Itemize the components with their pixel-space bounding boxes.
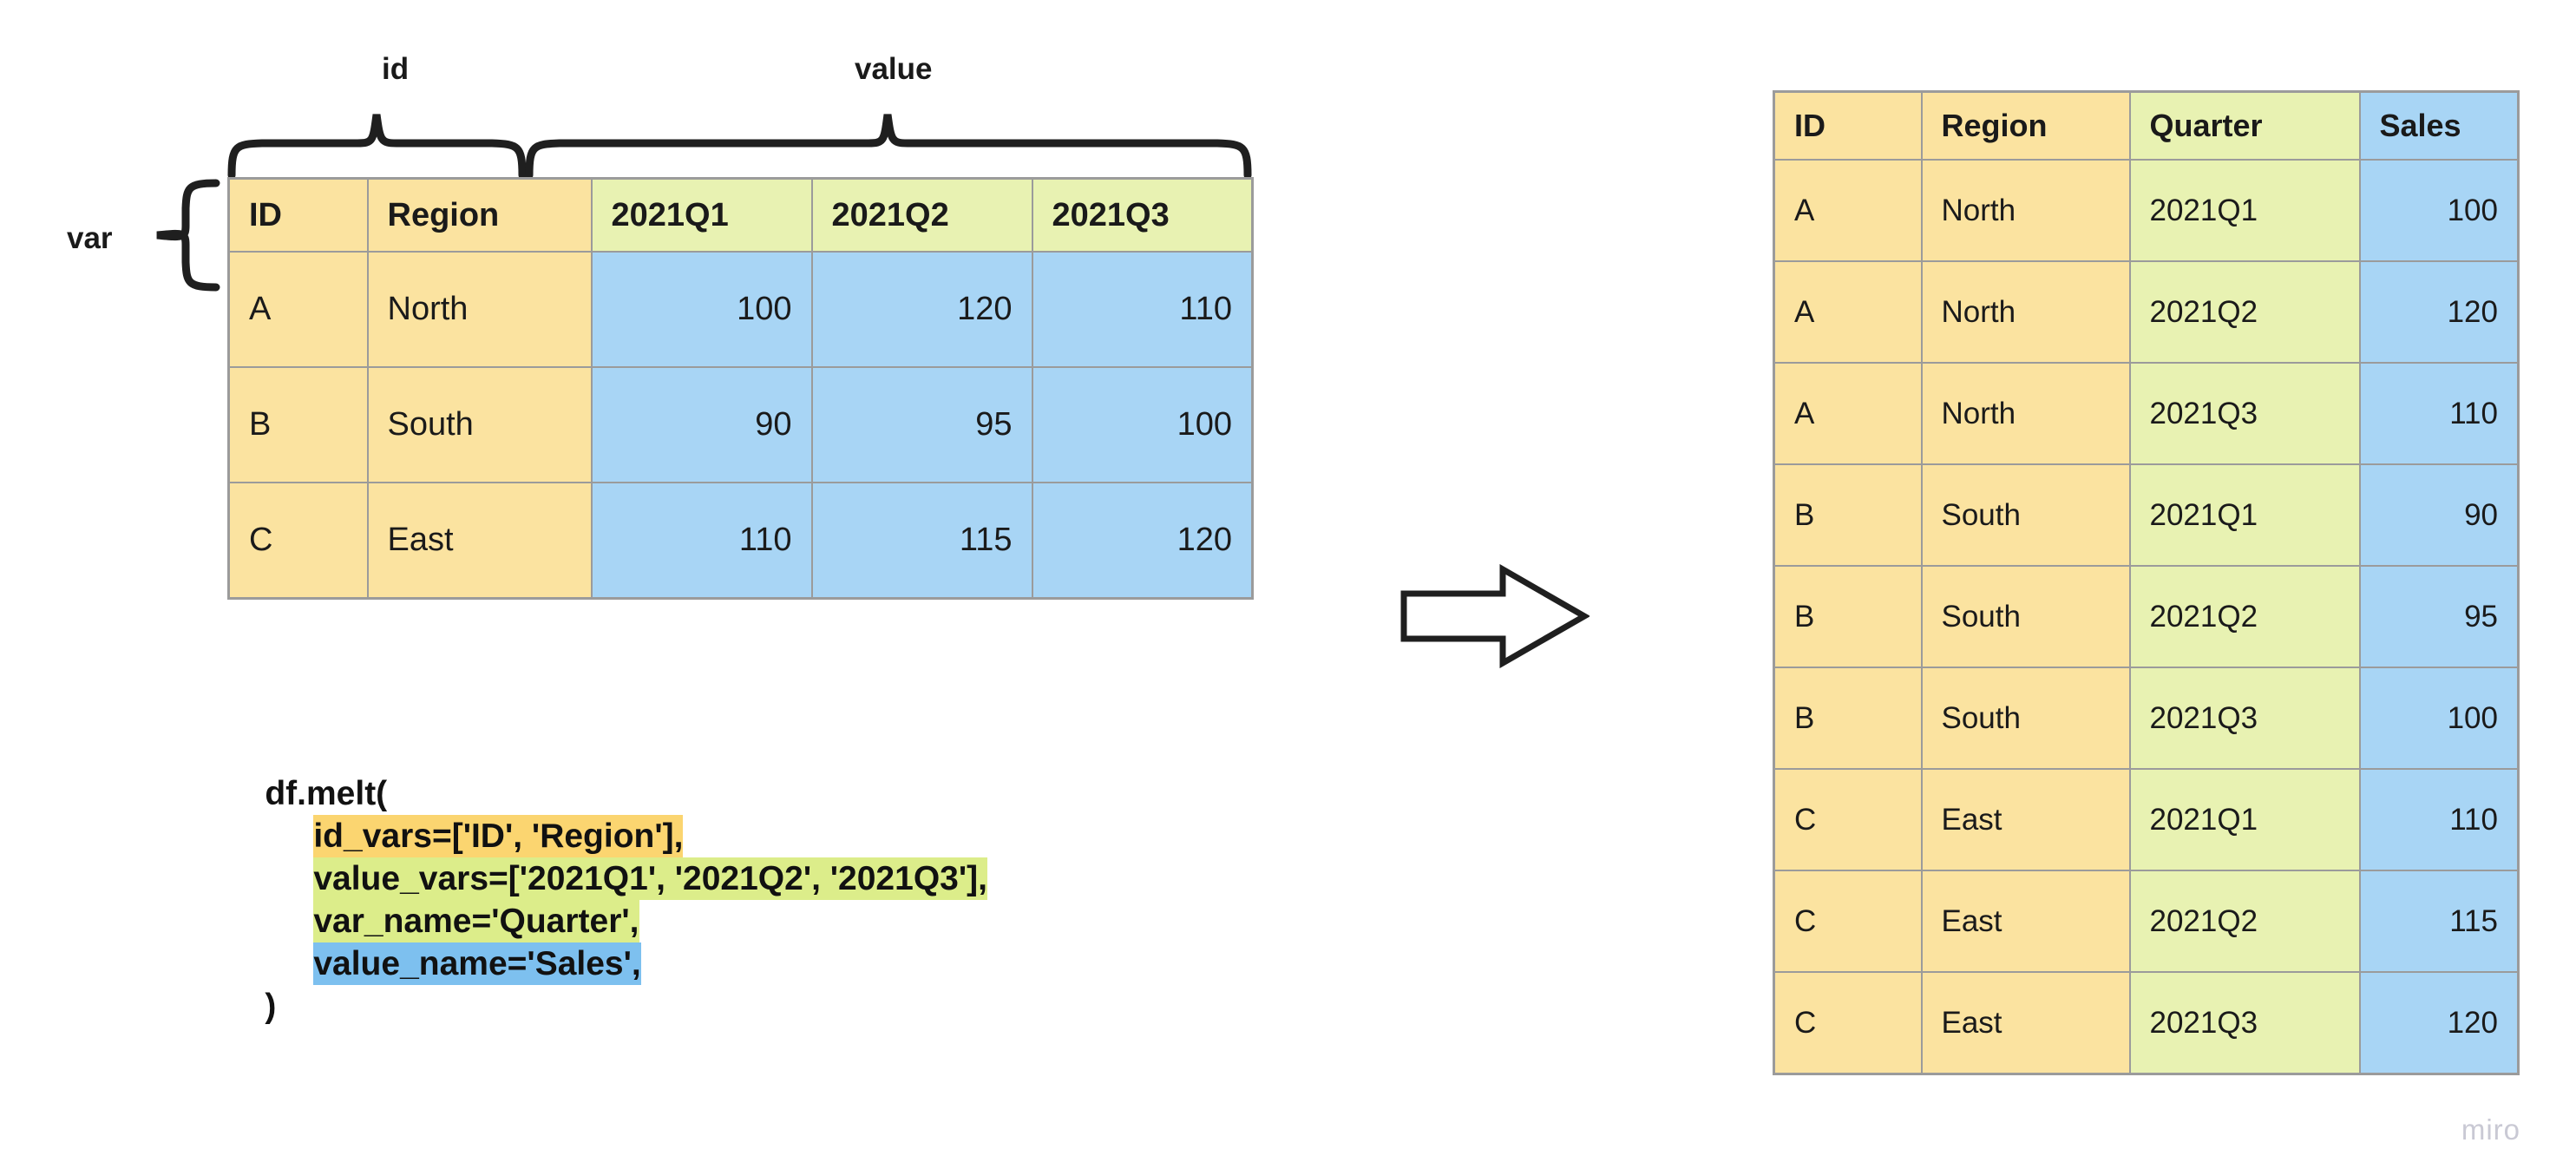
code-text: value_name='Sales', [313,942,641,985]
long-cell-region: East [1920,971,2131,1075]
wide-header-2021q3: 2021Q3 [1031,177,1254,253]
wide-cell-2021q3: 120 [1031,482,1254,600]
wide-cell-region: South [366,366,593,483]
brace-label-var: var [67,221,113,255]
table-row: A North 100 120 110 [227,251,1254,368]
curly-brace-id-icon [227,114,527,180]
table-row: C East 110 115 120 [227,482,1254,600]
wide-cell-2021q2: 95 [810,366,1033,483]
table-row: A North 2021Q2 120 [1773,260,2520,364]
long-cell-quarter: 2021Q3 [2128,362,2361,465]
table-header-row: ID Region Quarter Sales [1773,90,2520,161]
code-line: var_name='Quarter', [227,870,987,942]
wide-dataframe-table: ID Region 2021Q1 2021Q2 2021Q3 A North 1… [227,177,1254,600]
table-row: B South 2021Q3 100 [1773,667,2520,770]
wide-header-2021q2: 2021Q2 [810,177,1033,253]
code-text: id_vars=['ID', 'Region'], [313,815,684,857]
long-cell-sales: 100 [2358,159,2520,262]
brace-label-id: id [382,52,410,86]
long-cell-sales: 110 [2358,362,2520,465]
miro-watermark: miro [2461,1113,2520,1146]
long-cell-region: South [1920,667,2131,770]
code-text: df.melt( [265,775,388,812]
code-line: value_name='Sales', [227,913,987,985]
curly-brace-var-icon [156,179,220,292]
wide-cell-2021q2: 115 [810,482,1033,600]
wide-cell-id: B [227,366,369,483]
long-cell-id: A [1773,362,1923,465]
table-row: C East 2021Q3 120 [1773,971,2520,1075]
long-cell-quarter: 2021Q2 [2128,565,2361,668]
brace-label-value: value [855,52,933,86]
code-text: var_name='Quarter', [313,900,639,942]
wide-cell-2021q3: 100 [1031,366,1254,483]
long-cell-id: B [1773,463,1923,567]
table-row: A North 2021Q1 100 [1773,159,2520,262]
long-cell-quarter: 2021Q1 [2128,159,2361,262]
long-cell-quarter: 2021Q1 [2128,463,2361,567]
long-cell-id: B [1773,565,1923,668]
code-line: ) [227,956,987,1023]
wide-cell-region: East [366,482,593,600]
long-cell-region: North [1920,159,2131,262]
long-cell-quarter: 2021Q3 [2128,667,2361,770]
long-cell-quarter: 2021Q3 [2128,971,2361,1075]
transform-arrow-icon [1400,564,1590,668]
table-row: C East 2021Q2 115 [1773,870,2520,973]
long-header-region: Region [1920,90,2131,161]
table-row: B South 90 95 100 [227,366,1254,483]
long-cell-sales: 100 [2358,667,2520,770]
long-dataframe-table: ID Region Quarter Sales A North 2021Q1 1… [1773,90,2520,1075]
table-row: A North 2021Q3 110 [1773,362,2520,465]
long-cell-id: A [1773,260,1923,364]
curly-brace-value-icon [525,114,1252,180]
long-header-id: ID [1773,90,1923,161]
long-header-sales: Sales [2358,90,2520,161]
code-line: id_vars=['ID', 'Region'], [227,785,987,857]
table-row: B South 2021Q2 95 [1773,565,2520,668]
code-text: ) [265,988,277,1025]
long-cell-region: North [1920,362,2131,465]
table-row: B South 2021Q1 90 [1773,463,2520,567]
long-cell-id: C [1773,971,1923,1075]
long-cell-quarter: 2021Q1 [2128,768,2361,871]
code-line: value_vars=['2021Q1', '2021Q2', '2021Q3'… [227,828,987,900]
wide-cell-2021q1: 110 [590,482,813,600]
wide-cell-id: A [227,251,369,368]
long-cell-sales: 115 [2358,870,2520,973]
code-line: df.melt( [227,743,987,811]
long-cell-sales: 90 [2358,463,2520,567]
long-cell-region: East [1920,768,2131,871]
code-text: value_vars=['2021Q1', '2021Q2', '2021Q3'… [313,857,987,900]
wide-cell-2021q3: 110 [1031,251,1254,368]
wide-cell-2021q1: 90 [590,366,813,483]
wide-header-id: ID [227,177,369,253]
code-snippet: df.melt( id_vars=['ID', 'Region'], value… [227,743,987,1023]
long-cell-id: C [1773,870,1923,973]
long-cell-sales: 120 [2358,260,2520,364]
table-header-row: ID Region 2021Q1 2021Q2 2021Q3 [227,177,1254,253]
long-cell-id: A [1773,159,1923,262]
long-cell-sales: 110 [2358,768,2520,871]
long-cell-quarter: 2021Q2 [2128,870,2361,973]
long-cell-region: South [1920,463,2131,567]
long-cell-id: C [1773,768,1923,871]
long-cell-quarter: 2021Q2 [2128,260,2361,364]
long-cell-sales: 120 [2358,971,2520,1075]
wide-cell-region: North [366,251,593,368]
long-cell-region: South [1920,565,2131,668]
long-cell-sales: 95 [2358,565,2520,668]
table-row: C East 2021Q1 110 [1773,768,2520,871]
long-cell-region: North [1920,260,2131,364]
long-cell-region: East [1920,870,2131,973]
wide-header-2021q1: 2021Q1 [590,177,813,253]
wide-header-region: Region [366,177,593,253]
wide-cell-id: C [227,482,369,600]
wide-cell-2021q1: 100 [590,251,813,368]
wide-cell-2021q2: 120 [810,251,1033,368]
long-cell-id: B [1773,667,1923,770]
long-header-quarter: Quarter [2128,90,2361,161]
